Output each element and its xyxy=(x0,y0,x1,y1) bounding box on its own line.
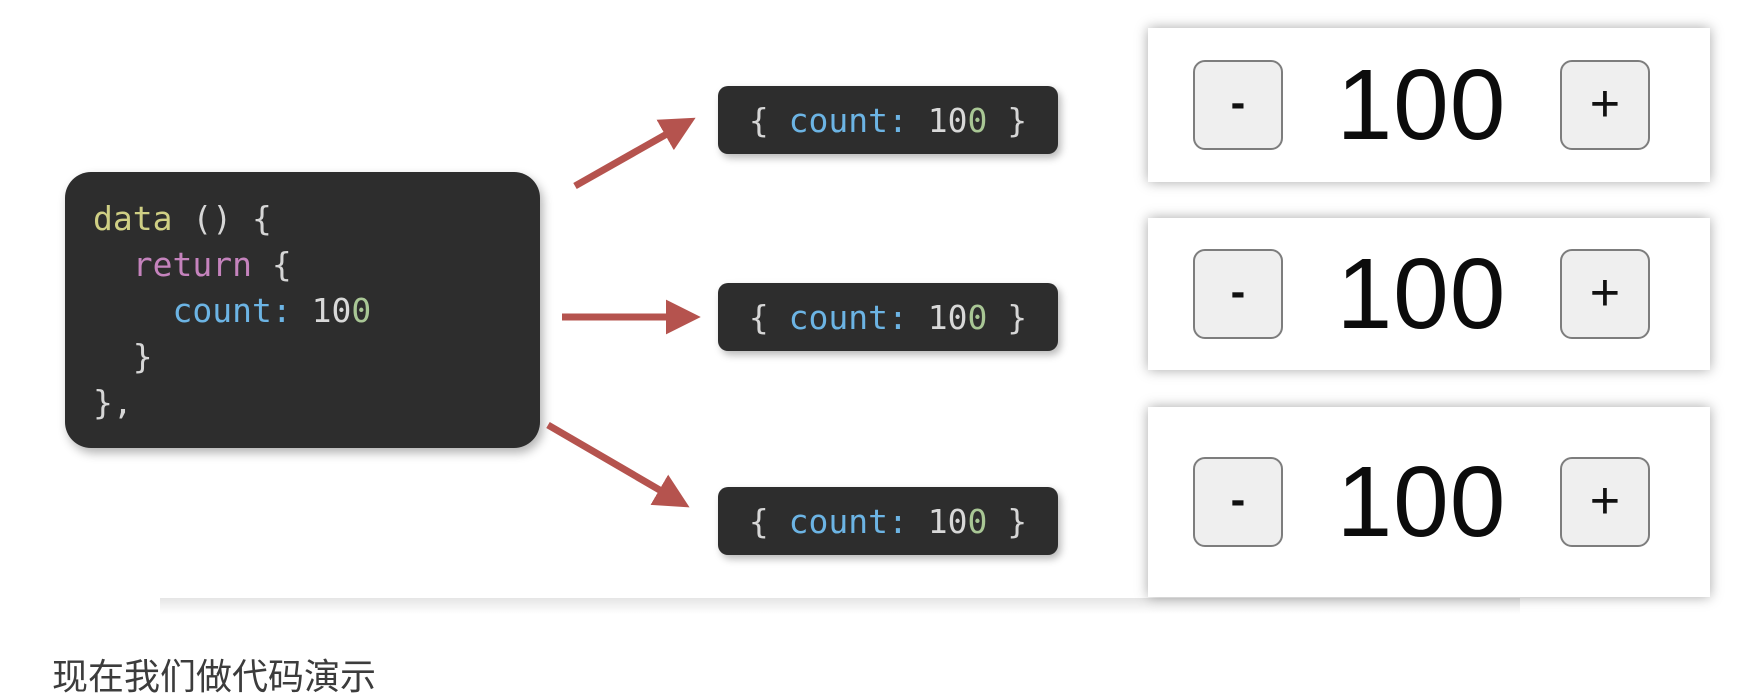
arrow-to-badge-3 xyxy=(546,421,690,508)
code-block: data () { return { count: 100 } }, xyxy=(65,172,540,448)
stage-bottom-shadow xyxy=(160,598,1520,614)
counter-value-2: 100 xyxy=(1336,237,1507,350)
decrement-button-3[interactable]: - xyxy=(1193,457,1283,547)
decrement-button-2[interactable]: - xyxy=(1193,249,1283,339)
arrow-to-badge-1 xyxy=(573,117,696,190)
counter-value-3: 100 xyxy=(1336,445,1507,558)
code-token-count: count: xyxy=(172,291,292,330)
counter-card-2: - 100 + xyxy=(1148,218,1710,370)
code-token-return: return xyxy=(132,245,252,284)
increment-button-3[interactable]: + xyxy=(1559,457,1650,547)
decrement-button-1[interactable]: - xyxy=(1193,60,1283,150)
caption-text: 现在我们做代码演示 xyxy=(52,656,377,697)
counter-card-3: - 100 + xyxy=(1148,407,1710,597)
increment-button-1[interactable]: + xyxy=(1559,60,1650,150)
increment-button-2[interactable]: + xyxy=(1559,249,1650,339)
counter-card-1: - 100 + xyxy=(1148,28,1710,182)
counter-value-1: 100 xyxy=(1336,48,1507,161)
code-text: data () { return { count: 100 } }, xyxy=(93,199,372,422)
code-token-data: data xyxy=(93,199,173,238)
